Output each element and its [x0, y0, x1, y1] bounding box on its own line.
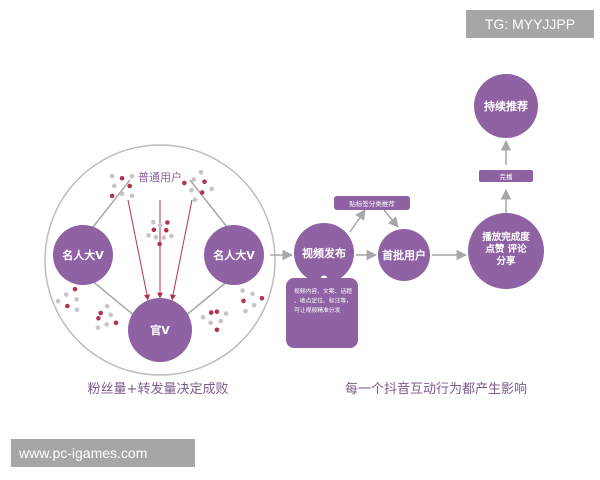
user-dot — [151, 219, 156, 225]
first-users-circle — [378, 229, 430, 281]
user-dot — [214, 327, 220, 333]
user-dot — [153, 234, 159, 240]
user-dot — [161, 235, 166, 240]
publish-note-text: 视频内容、文案、话题、地点定位、标注等，可让视频精准分发 — [294, 287, 352, 314]
network-outline-circle — [44, 144, 276, 376]
influence-arrow-left — [127, 199, 150, 301]
user-dot — [250, 291, 255, 297]
user-dot — [240, 288, 245, 293]
user-dot — [208, 320, 213, 326]
user-dot — [209, 186, 214, 192]
official-account-label: 官V — [150, 323, 170, 337]
user-dot — [243, 308, 248, 314]
ordinary-users-label: 普通用户 — [138, 170, 182, 184]
user-dot — [104, 303, 110, 309]
first-users-label: 首批用户 — [382, 248, 426, 262]
celebrity-circle-left — [53, 225, 113, 285]
user-dot — [199, 190, 205, 195]
user-dot — [241, 298, 246, 304]
user-dot — [169, 233, 174, 239]
user-dot — [63, 292, 69, 297]
left-caption: 粉丝量+转发量决定成败 — [88, 381, 229, 397]
arrow-publish-to-tag — [349, 209, 366, 233]
user-dot — [119, 176, 125, 181]
user-dot — [202, 179, 207, 185]
user-dot — [113, 320, 119, 326]
user-dot — [129, 193, 135, 199]
tag-label-pill — [334, 196, 410, 210]
user-dot — [98, 310, 103, 316]
publish-circle — [294, 223, 354, 283]
user-dot — [104, 322, 109, 327]
user-dot — [127, 183, 132, 189]
user-dot — [74, 307, 80, 313]
user-dot — [109, 193, 115, 199]
user-dot — [165, 220, 170, 225]
user-dot — [96, 316, 101, 321]
celebrity-right-label: 名人大V — [213, 248, 255, 262]
feedback-circle — [468, 213, 544, 289]
recommend-circle — [474, 74, 538, 138]
user-dot — [214, 309, 220, 315]
user-dot — [223, 311, 229, 316]
tag-label-text: 贴标签分类推荐 — [349, 199, 395, 208]
user-dot — [74, 297, 79, 302]
user-dot — [189, 187, 194, 193]
user-dot — [200, 314, 206, 320]
influence-arrow-right — [170, 199, 193, 301]
completion-pill — [479, 170, 533, 182]
user-dot — [191, 177, 197, 182]
user-dot — [95, 325, 101, 331]
user-dot — [157, 223, 163, 228]
user-dot — [218, 318, 224, 324]
user-dot — [146, 233, 151, 238]
user-dot-clusters — [55, 170, 265, 333]
user-dot — [192, 197, 198, 202]
user-dot — [108, 312, 114, 318]
user-dot — [112, 183, 117, 189]
user-dot — [55, 298, 61, 304]
user-dot — [259, 296, 265, 301]
completion-pill-text: 完播 — [500, 172, 514, 181]
publish-label: 视频发布 — [302, 246, 346, 260]
feedback-label: 播放完成度点赞 评论分享 — [482, 231, 530, 267]
user-dot — [251, 302, 257, 308]
official-account-circle — [128, 298, 192, 362]
user-dot — [119, 191, 125, 196]
user-dot — [109, 173, 115, 179]
user-dot — [198, 170, 204, 175]
right-caption: 每一个抖音互动行为都产生影响 — [345, 381, 527, 397]
user-dot — [65, 303, 70, 309]
user-dot — [129, 173, 135, 179]
user-dot — [157, 241, 162, 247]
celebrity-left-label: 名人大V — [62, 248, 104, 262]
user-dot — [151, 227, 157, 233]
watermark-bottom: www.pc-igames.com — [11, 439, 195, 467]
user-dot — [164, 227, 169, 233]
user-dot — [182, 180, 187, 186]
publish-note-card — [286, 278, 358, 348]
arrow-tag-to-first-users — [383, 209, 399, 228]
watermark-top: TG: MYYJJPP — [466, 10, 594, 38]
user-dot — [72, 286, 78, 292]
celebrity-circle-right — [204, 225, 264, 285]
user-dot — [208, 310, 214, 315]
recommend-label: 持续推荐 — [484, 99, 528, 113]
